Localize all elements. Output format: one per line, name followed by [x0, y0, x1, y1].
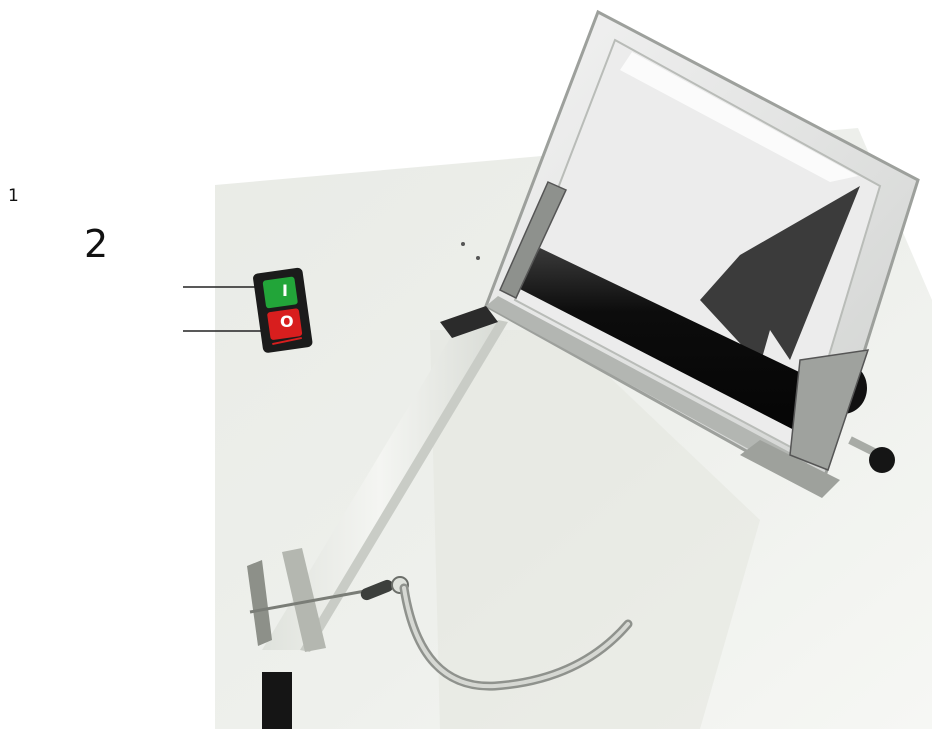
- off-symbol: O: [280, 312, 294, 331]
- base-bar: [262, 672, 292, 729]
- callout-label-2: 2: [84, 222, 108, 266]
- adjust-knob: [869, 447, 895, 473]
- on-symbol: I: [282, 281, 288, 300]
- callout-label-1: 1: [8, 186, 19, 206]
- on-button[interactable]: [262, 276, 298, 308]
